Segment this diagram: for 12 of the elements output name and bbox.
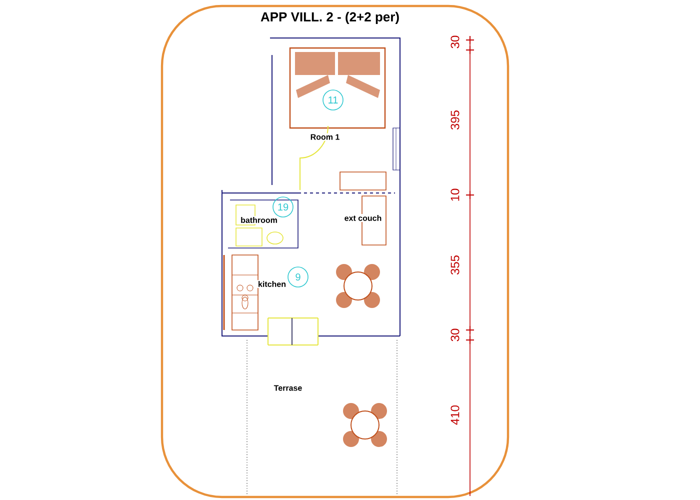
dimension-text: 30 xyxy=(450,36,460,48)
room-label: ext couch xyxy=(343,214,383,222)
dimension-text: 10 xyxy=(450,188,460,201)
dimension-text: 395 xyxy=(450,110,460,130)
dimension-text: 355 xyxy=(450,256,460,275)
dimension-text: 30 xyxy=(450,328,460,342)
dimension-text: 410 xyxy=(450,405,460,425)
title: APP VILL. 2 - (2+2 per) xyxy=(260,12,399,24)
room-label: Room 1 xyxy=(309,133,341,141)
room-label: Terrase xyxy=(272,384,304,392)
room-label: bathroom xyxy=(240,216,278,224)
room-label: kitchen xyxy=(257,280,287,288)
